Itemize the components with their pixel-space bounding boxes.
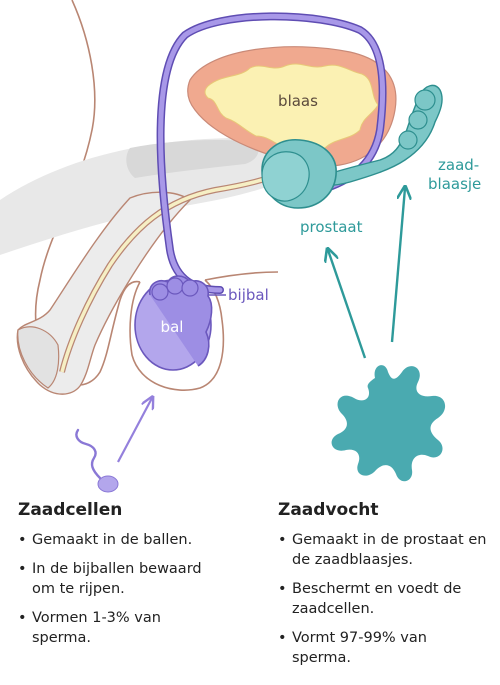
sperm-cell-tail: [75, 428, 102, 480]
label-bijbal: bijbal: [228, 286, 269, 304]
seminal-vesicle-lobe: [398, 130, 418, 150]
epididymis-coil: [166, 277, 184, 295]
sperm-cells-section: Zaadcellen Gemaakt in de ballen. In de b…: [18, 500, 248, 657]
prostate-front: [261, 151, 310, 202]
seminal-vesicle-lobe: [414, 89, 436, 111]
epididymis-coil: [151, 283, 169, 301]
label-blaas: blaas: [278, 92, 318, 110]
seminal-fluid-title: Zaadvocht: [278, 500, 379, 520]
sperm-arrow: [117, 398, 152, 463]
list-item: In de bijballen bewaard om te rijpen.: [18, 559, 222, 599]
seminal-fluid-list: Gemaakt in de prostaat en de zaadblaasje…: [278, 530, 493, 668]
list-item: Beschermt en voedt de zaadcellen.: [278, 579, 493, 619]
sperm-cells-title: Zaadcellen: [18, 500, 123, 520]
label-zaadblaasje-2: blaasje: [428, 175, 481, 193]
glans: [17, 326, 60, 389]
seminal-fluid-splash: [331, 365, 446, 482]
seminal-vesicle-lobe: [408, 110, 428, 130]
body-line-right: [204, 271, 279, 281]
seminal-fluid-section: Zaadvocht Gemaakt in de prostaat en de z…: [278, 500, 493, 677]
label-zaadblaasje-1: zaad-: [438, 156, 479, 174]
sperm-cell-head: [97, 475, 119, 493]
fluid-arrow-vesicle: [390, 188, 405, 343]
epididymis-coil: [181, 279, 199, 297]
list-item: Gemaakt in de ballen.: [18, 530, 248, 550]
urethra-inner: [60, 170, 286, 373]
list-item: Vormt 97-99% van sperma.: [278, 628, 462, 668]
scrotum-outline: [129, 279, 225, 391]
sperm-cells-list: Gemaakt in de ballen. In de bijballen be…: [18, 530, 248, 648]
label-bal: bal: [161, 318, 184, 336]
list-item: Gemaakt in de prostaat en de zaadblaasje…: [278, 530, 493, 570]
penis: [16, 191, 192, 395]
anatomy-diagram: blaas zaad- blaasje prostaat bijbal bal: [0, 0, 481, 493]
bladder-inner: [204, 63, 379, 149]
fluid-arrow-prostate: [328, 250, 367, 359]
label-prostaat: prostaat: [300, 218, 363, 236]
list-item: Vormen 1-3% van sperma.: [18, 608, 202, 648]
